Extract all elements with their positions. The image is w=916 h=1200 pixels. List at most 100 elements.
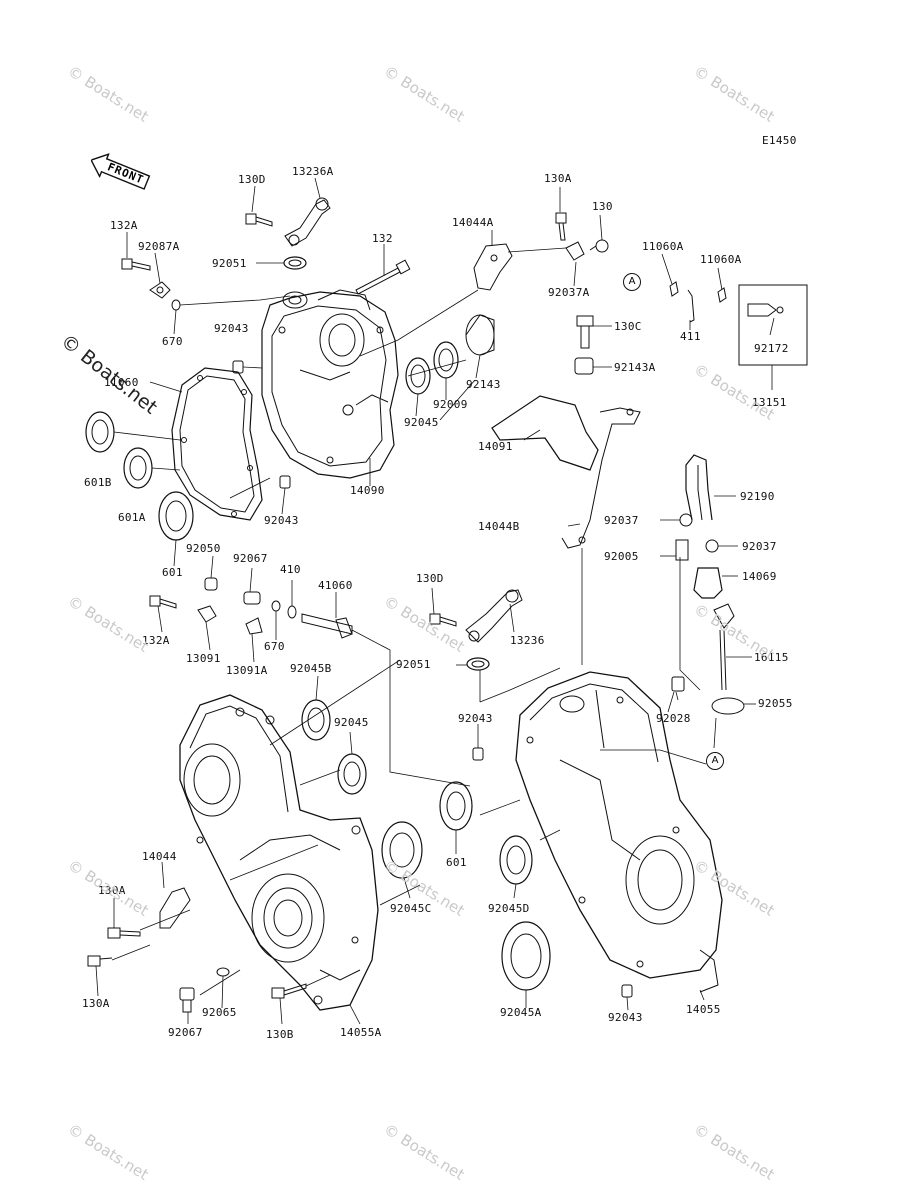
fitting-92087A: [149, 281, 171, 299]
cover-14090: [261, 289, 399, 479]
part-411[interactable]: 411: [680, 330, 701, 343]
part-14055[interactable]: 14055: [686, 1003, 721, 1016]
seal-92051-top: [283, 256, 307, 270]
case-14055: [515, 671, 723, 993]
part-132A-top[interactable]: 132A: [110, 219, 138, 232]
part-130A-low1[interactable]: 130A: [98, 884, 126, 897]
part-92190[interactable]: 92190: [740, 490, 775, 503]
plate-13091A: [245, 617, 263, 635]
part-92009[interactable]: 92009: [433, 398, 468, 411]
bolt-130A-low1: [107, 927, 141, 939]
valve-92172: [747, 303, 784, 317]
part-92045A[interactable]: 92045A: [500, 1006, 542, 1019]
part-92143A[interactable]: 92143A: [614, 361, 656, 374]
part-670-top[interactable]: 670: [162, 335, 183, 348]
oring-670-top: [171, 299, 181, 311]
part-11060[interactable]: 11060: [104, 376, 139, 389]
part-130[interactable]: 130: [592, 200, 613, 213]
part-13236[interactable]: 13236: [510, 634, 545, 647]
part-14055A[interactable]: 14055A: [340, 1026, 382, 1039]
part-92037-b[interactable]: 92037: [742, 540, 777, 553]
bolt-130: [589, 239, 609, 253]
part-92065[interactable]: 92065: [202, 1006, 237, 1019]
part-13236A[interactable]: 13236A: [292, 165, 334, 178]
dipstick-16115: [713, 603, 735, 691]
part-92043-c[interactable]: 92043: [458, 712, 493, 725]
part-92051-top[interactable]: 92051: [212, 257, 247, 270]
part-92043-d[interactable]: 92043: [608, 1011, 643, 1024]
ref-marker-a-top: A: [623, 273, 641, 291]
bolt-130A-low2: [87, 955, 113, 967]
front-arrow: FRONT: [86, 148, 153, 195]
bearing-92045D: [499, 835, 533, 885]
part-14069[interactable]: 14069: [742, 570, 777, 583]
gasket-11060: [171, 367, 263, 521]
bearing-601-mid: [439, 781, 473, 831]
part-92172[interactable]: 92172: [754, 342, 789, 355]
part-92087A[interactable]: 92087A: [138, 240, 180, 253]
part-14044A[interactable]: 14044A: [452, 216, 494, 229]
bearing-92045C: [381, 821, 423, 879]
part-14044B[interactable]: 14044B: [478, 520, 520, 533]
part-13091A[interactable]: 13091A: [226, 664, 268, 677]
bolt-132A-mid: [149, 595, 177, 609]
bearing-92045-top: [405, 357, 431, 395]
part-14090[interactable]: 14090: [350, 484, 385, 497]
ring-411: [687, 289, 695, 323]
part-601-left[interactable]: 601: [162, 566, 183, 579]
part-132[interactable]: 132: [372, 232, 393, 245]
part-130D-mid[interactable]: 130D: [416, 572, 444, 585]
part-601-mid[interactable]: 601: [446, 856, 467, 869]
part-92051-mid[interactable]: 92051: [396, 658, 431, 671]
bearing-601B: [85, 411, 115, 453]
part-130A-low2[interactable]: 130A: [82, 997, 110, 1010]
part-16115[interactable]: 16115: [754, 651, 789, 664]
part-92050[interactable]: 92050: [186, 542, 221, 555]
part-92045B[interactable]: 92045B: [290, 662, 332, 675]
shaft-41060: [301, 613, 353, 639]
part-92037A[interactable]: 92037A: [548, 286, 590, 299]
part-92045-top[interactable]: 92045: [404, 416, 439, 429]
bearing-601A: [123, 447, 153, 489]
part-13151[interactable]: 13151: [752, 396, 787, 409]
part-14044[interactable]: 14044: [142, 850, 177, 863]
oring-92055: [711, 697, 745, 715]
clip-11060A-1: [669, 281, 679, 297]
part-92037-a[interactable]: 92037: [604, 514, 639, 527]
bracket-14044: [159, 887, 191, 929]
part-92045C[interactable]: 92045C: [390, 902, 432, 915]
part-41060[interactable]: 41060: [318, 579, 353, 592]
lever-13236: [465, 589, 523, 643]
part-410[interactable]: 410: [280, 563, 301, 576]
bearing-92045B: [301, 699, 331, 741]
part-92045D[interactable]: 92045D: [488, 902, 530, 915]
part-670-mid[interactable]: 670: [264, 640, 285, 653]
part-132A-mid[interactable]: 132A: [142, 634, 170, 647]
part-130A-top[interactable]: 130A: [544, 172, 572, 185]
front-arrow-icon: [90, 153, 151, 190]
part-601B[interactable]: 601B: [84, 476, 112, 489]
part-13091[interactable]: 13091: [186, 652, 221, 665]
bolt-132A-top: [121, 258, 151, 271]
part-130C[interactable]: 130C: [614, 320, 642, 333]
part-92055[interactable]: 92055: [758, 697, 793, 710]
part-92043-a[interactable]: 92043: [214, 322, 249, 335]
part-92043-b[interactable]: 92043: [264, 514, 299, 527]
bolt-130D-mid: [429, 613, 457, 627]
part-92028[interactable]: 92028: [656, 712, 691, 725]
part-130B[interactable]: 130B: [266, 1028, 294, 1041]
part-92045-mid[interactable]: 92045: [334, 716, 369, 729]
part-14091[interactable]: 14091: [478, 440, 513, 453]
plate-13091: [197, 605, 217, 623]
part-92005[interactable]: 92005: [604, 550, 639, 563]
part-92143[interactable]: 92143: [466, 378, 501, 391]
part-11060A-2[interactable]: 11060A: [700, 253, 742, 266]
part-11060A-1[interactable]: 11060A: [642, 240, 684, 253]
fitting-92005: [675, 539, 689, 561]
part-130D-top[interactable]: 130D: [238, 173, 266, 186]
plug-92067-low: [179, 987, 195, 1013]
part-92067-top[interactable]: 92067: [233, 552, 268, 565]
part-92067-low[interactable]: 92067: [168, 1026, 203, 1039]
part-601A[interactable]: 601A: [118, 511, 146, 524]
